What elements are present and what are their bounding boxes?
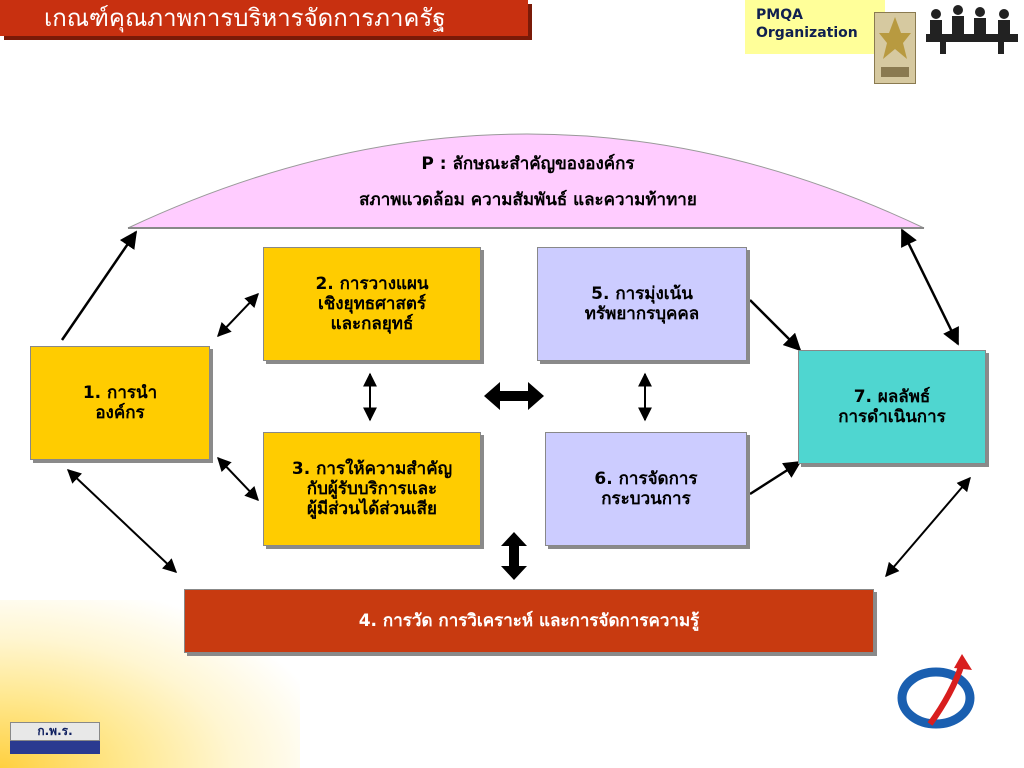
box-results-label: 7. ผลลัพธ์ การดำเนินการ xyxy=(838,387,946,427)
thick-arrow-horizontal xyxy=(484,382,544,410)
arrow-1-to-4 xyxy=(66,469,178,573)
pmqa-panel xyxy=(745,0,885,54)
arrow-1-to-p xyxy=(60,230,138,341)
box-customer-focus[interactable]: 3. การให้ความสำคัญ กับผู้รับบริการและ ผู… xyxy=(263,432,481,546)
pmqa-logo xyxy=(874,12,916,84)
pmqa-label-line1: PMQA xyxy=(756,7,803,23)
productivity-institute-logo xyxy=(897,654,975,729)
arrow-p-to-7 xyxy=(900,228,960,346)
profile-line2: สภาพแวดล้อม ความสัมพันธ์ และความท้าทาย xyxy=(359,190,697,210)
box-results[interactable]: 7. ผลลัพธ์ การดำเนินการ xyxy=(798,350,986,464)
box-measurement-analysis[interactable]: 4. การวัด การวิเคราะห์ และการจัดการความร… xyxy=(184,589,874,653)
box-process-management-label: 6. การจัดการ กระบวนการ xyxy=(594,469,698,509)
box-customer-focus-label: 3. การให้ความสำคัญ กับผู้รับบริการและ ผู… xyxy=(291,459,453,519)
box-strategic-planning[interactable]: 2. การวางแผน เชิงยุทธศาสตร์ และกลยุทธ์ xyxy=(263,247,481,361)
arrow-1-to-3 xyxy=(217,456,259,502)
profile-arc xyxy=(127,133,925,229)
arrow-5-to-7 xyxy=(749,299,802,352)
pmqa-label-line2: Organization xyxy=(756,25,858,41)
arrow-1-to-2 xyxy=(217,292,259,338)
box-leadership-label: 1. การนำ องค์กร xyxy=(82,383,158,423)
kpr-stripe xyxy=(10,741,100,754)
profile-line1: P : ลักษณะสำคัญขององค์กร xyxy=(421,154,635,174)
arrow-6-to-7 xyxy=(749,460,802,496)
thick-arrow-vertical xyxy=(501,532,527,580)
box-leadership[interactable]: 1. การนำ องค์กร xyxy=(30,346,210,460)
page-title: เกณฑ์คุณภาพการบริหารจัดการภาครัฐ xyxy=(0,0,528,36)
box-workforce-focus-label: 5. การมุ่งเน้น ทรัพยากรบุคคล xyxy=(584,284,700,324)
box-process-management[interactable]: 6. การจัดการ กระบวนการ xyxy=(545,432,747,546)
meeting-illustration xyxy=(920,0,1024,56)
box-workforce-focus[interactable]: 5. การมุ่งเน้น ทรัพยากรบุคคล xyxy=(537,247,747,361)
arrow-4-to-7 xyxy=(885,476,971,578)
kpr-label: ก.พ.ร. xyxy=(10,722,100,741)
pmqa-label: PMQA Organization xyxy=(756,6,858,42)
box-strategic-planning-label: 2. การวางแผน เชิงยุทธศาสตร์ และกลยุทธ์ xyxy=(315,274,429,334)
kpr-logo: ก.พ.ร. xyxy=(10,722,100,754)
box-measurement-analysis-label: 4. การวัด การวิเคราะห์ และการจัดการความร… xyxy=(358,611,700,631)
